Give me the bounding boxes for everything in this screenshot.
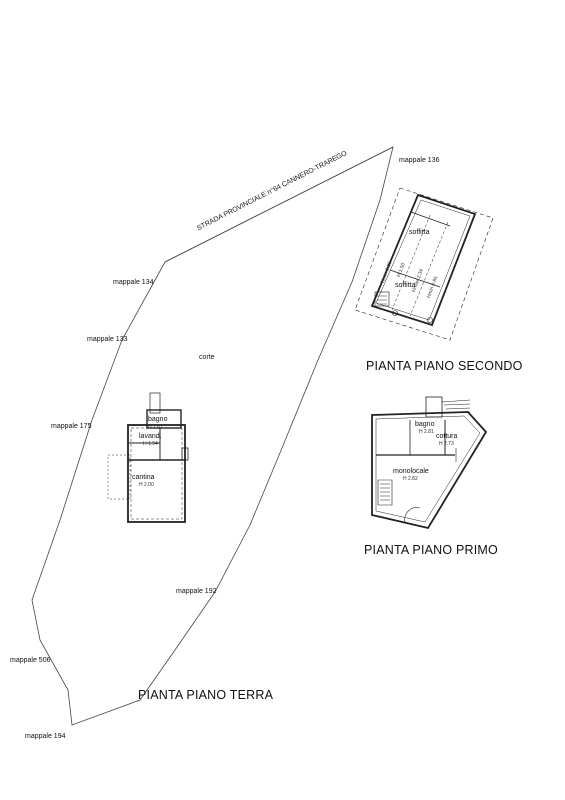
parcel-label-133: mappale 133	[87, 336, 128, 343]
parcel-label-194: mappale 194	[25, 733, 66, 740]
gf-laundry-label: lavand.	[139, 433, 162, 440]
ff-bathroom-height: H 2.81	[419, 429, 434, 435]
ff-bathroom-label: bagno	[415, 421, 435, 428]
sf-attic-label-2: soffitta	[395, 282, 416, 289]
gf-bathroom-height: H 1.87	[148, 424, 163, 430]
parcel-label-136: mappale 136	[399, 157, 440, 164]
ff-kitchen-label: cottura	[436, 433, 458, 440]
first-floor-plan	[371, 396, 488, 530]
ground-floor-plan	[107, 392, 189, 523]
parcel-label-134: mappale 134	[113, 279, 154, 286]
parcel-label-175: mappale 175	[51, 423, 92, 430]
ground-floor-title: PIANTA PIANO TERRA	[138, 688, 274, 702]
site-boundary	[31, 146, 394, 726]
parcel-label-506: mappale 506	[10, 657, 51, 664]
ff-kitchen-height: H 2.73	[439, 441, 454, 447]
gf-laundry-height: H 1.94	[143, 441, 158, 447]
parcel-label-192: mappale 192	[176, 588, 217, 595]
second-floor-plan	[354, 187, 494, 341]
courtyard-label: corte	[199, 354, 215, 361]
ff-studio-label: monolocale	[393, 468, 429, 475]
first-floor-title: PIANTA PIANO PRIMO	[364, 543, 498, 557]
road-edge	[164, 146, 394, 263]
gf-cellar-height: H 2.00	[139, 482, 154, 488]
gf-cellar-label: cantina	[132, 474, 155, 481]
second-floor-title: PIANTA PIANO SECONDO	[366, 359, 523, 373]
sf-attic-label-1: soffitta	[409, 229, 430, 236]
gf-bathroom-label: bagno	[148, 416, 168, 423]
ff-studio-height: H 2.82	[403, 476, 418, 482]
